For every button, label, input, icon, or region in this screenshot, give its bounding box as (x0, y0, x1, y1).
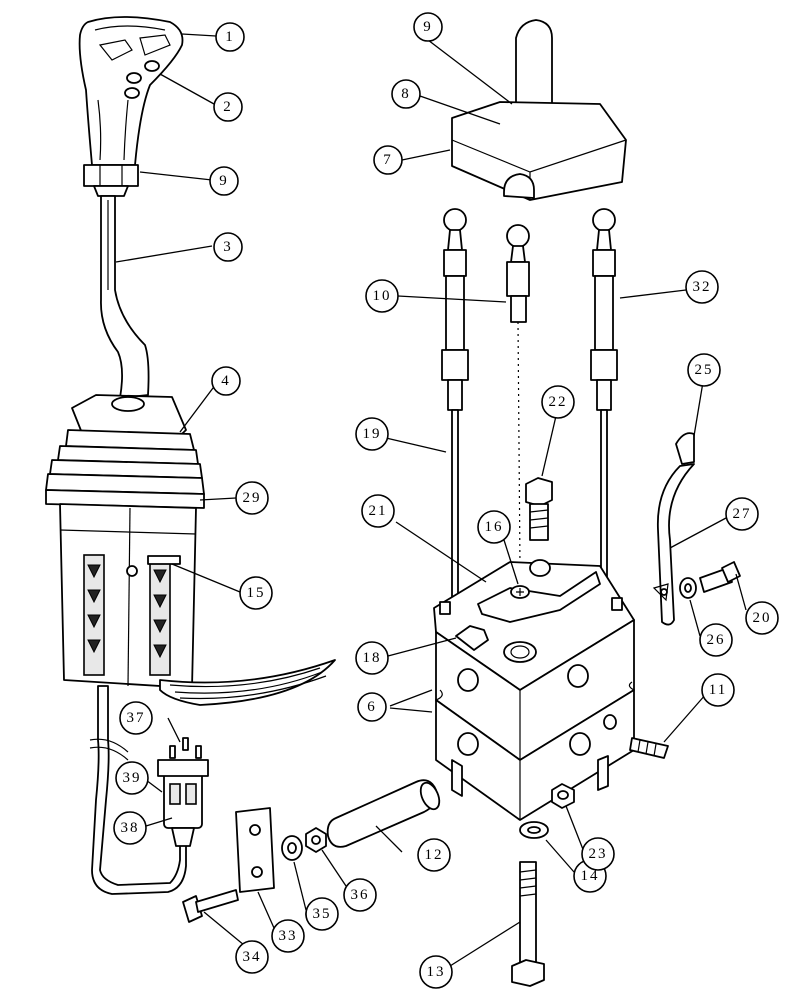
callout-19: 19 (355, 417, 389, 451)
svg-text:9: 9 (423, 19, 433, 35)
svg-text:18: 18 (363, 650, 382, 666)
callout-33: 33 (271, 919, 305, 953)
svg-text:3: 3 (223, 239, 233, 255)
callout-23: 23 (581, 837, 615, 871)
svg-text:19: 19 (363, 426, 382, 442)
callout-34: 34 (235, 940, 269, 974)
callout-39: 39 (115, 761, 149, 795)
callout-38: 38 (113, 811, 147, 845)
svg-text:38: 38 (121, 820, 140, 836)
svg-text:8: 8 (401, 86, 411, 102)
callout-7: 7 (373, 145, 403, 175)
svg-text:16: 16 (485, 519, 504, 535)
joystick-handle (78, 16, 184, 399)
bolt-13 (511, 861, 545, 987)
left-hardware (182, 807, 327, 923)
callout-12: 12 (417, 838, 451, 872)
svg-text:22: 22 (549, 394, 568, 410)
callout-18: 18 (355, 641, 389, 675)
svg-text:9: 9 (219, 173, 229, 189)
pin-part (147, 555, 181, 565)
callout-11: 11 (701, 673, 735, 707)
svg-text:6: 6 (367, 699, 377, 715)
svg-text:10: 10 (373, 288, 392, 304)
callout-1: 1 (215, 22, 245, 52)
callout-27: 27 (725, 497, 759, 531)
pin-12 (326, 779, 441, 848)
svg-text:21: 21 (369, 503, 388, 519)
callout-6: 6 (357, 692, 387, 722)
svg-text:13: 13 (427, 964, 446, 980)
bolt-22 (525, 477, 553, 541)
svg-text:23: 23 (589, 846, 608, 862)
control-rods (441, 208, 618, 609)
svg-text:15: 15 (247, 585, 266, 601)
svg-text:2: 2 (223, 99, 233, 115)
svg-text:36: 36 (351, 887, 370, 903)
callout-2: 2 (213, 92, 243, 122)
callout-32: 32 (685, 270, 719, 304)
svg-text:7: 7 (383, 152, 393, 168)
svg-text:25: 25 (695, 362, 714, 378)
svg-text:35: 35 (313, 906, 332, 922)
callout-36: 36 (343, 878, 377, 912)
svg-text:27: 27 (733, 506, 752, 522)
stud-11 (629, 737, 669, 759)
bolt-20-washer-26 (679, 561, 741, 599)
svg-text:14: 14 (581, 868, 600, 884)
callout-10: 10 (365, 279, 399, 313)
svg-text:37: 37 (127, 710, 146, 726)
svg-text:4: 4 (221, 373, 231, 389)
callout-37: 37 (119, 701, 153, 735)
callout-29: 29 (235, 481, 269, 515)
button-icon (144, 60, 160, 72)
callout-26: 26 (699, 623, 733, 657)
svg-text:26: 26 (707, 632, 726, 648)
callout-25: 25 (687, 353, 721, 387)
connector (157, 737, 209, 847)
callout-21: 21 (361, 494, 395, 528)
svg-text:20: 20 (753, 610, 772, 626)
callout-3: 3 (213, 232, 243, 262)
joystick-boot-and-body (45, 394, 205, 689)
callout-15: 15 (239, 576, 273, 610)
svg-text:32: 32 (693, 279, 712, 295)
callout-8: 8 (391, 79, 421, 109)
leader-lines (115, 33, 747, 967)
callout-13: 13 (419, 955, 453, 989)
callout-4: 4 (211, 366, 241, 396)
callout-20: 20 (745, 601, 779, 635)
callout-16: 16 (477, 510, 511, 544)
callout-9-handle: 9 (209, 166, 239, 196)
callouts: 1 2 3 4 5 6 7 8 9 9 10 11 12 13 14 15 16… (113, 12, 779, 989)
lever-and-cover (451, 19, 627, 201)
lever-25-27 (652, 432, 695, 626)
svg-text:11: 11 (709, 682, 727, 698)
svg-text:39: 39 (123, 770, 142, 786)
callout-35: 35 (305, 897, 339, 931)
callout-22: 22 (541, 385, 575, 419)
callout-9-lever: 9 (413, 12, 443, 42)
svg-text:12: 12 (425, 847, 444, 863)
nut-23-washer-14 (519, 783, 575, 839)
valve-body (433, 559, 635, 821)
svg-text:29: 29 (243, 490, 262, 506)
svg-text:1: 1 (225, 29, 235, 45)
svg-text:33: 33 (279, 928, 298, 944)
svg-text:34: 34 (243, 949, 262, 965)
